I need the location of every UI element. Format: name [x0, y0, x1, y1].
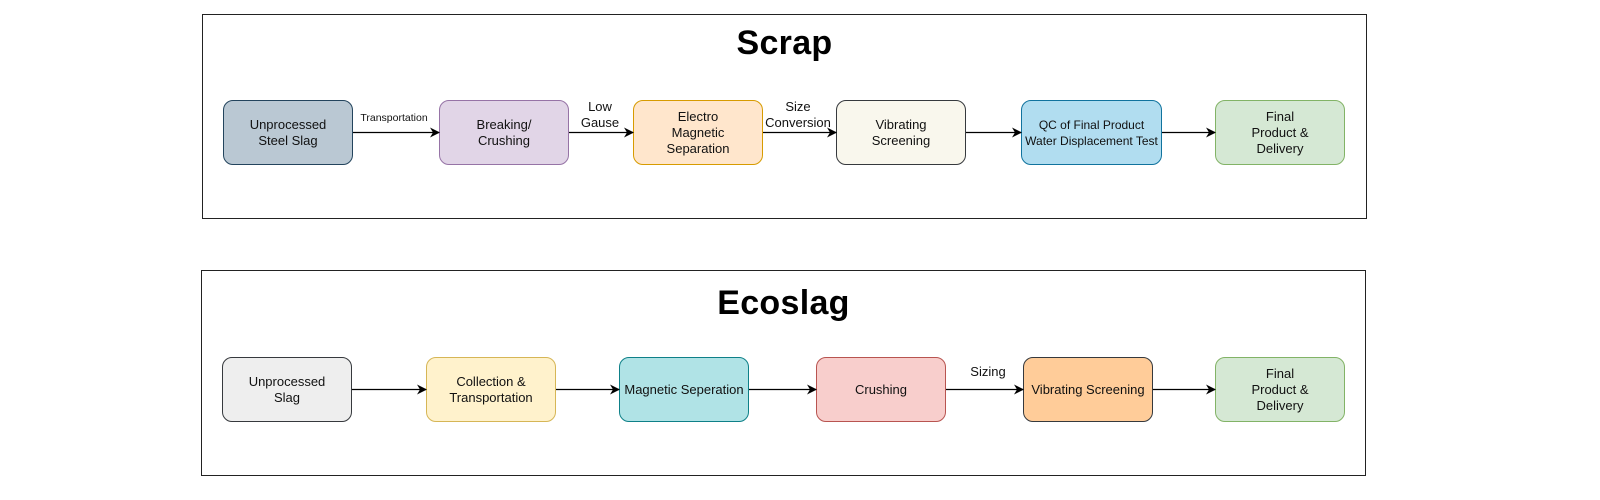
scrap-process-panel: Scrap [202, 14, 1367, 219]
node-final-product-delivery-eco[interactable]: Final Product & Delivery [1215, 357, 1345, 422]
ecoslag-process-panel: Ecoslag [201, 270, 1366, 476]
node-unprocessed-slag[interactable]: Unprocessed Slag [222, 357, 352, 422]
node-qc-final-product[interactable]: QC of Final Product Water Displacement T… [1021, 100, 1162, 165]
edge-label-transportation: Transportation [360, 112, 428, 124]
node-final-product-delivery[interactable]: Final Product & Delivery [1215, 100, 1345, 165]
edge-label-size-conversion: Size Conversion [765, 99, 831, 130]
node-crushing[interactable]: Crushing [816, 357, 946, 422]
node-collection-transportation[interactable]: Collection & Transportation [426, 357, 556, 422]
node-breaking-crushing[interactable]: Breaking/ Crushing [439, 100, 569, 165]
ecoslag-title: Ecoslag [717, 284, 850, 322]
edge-label-sizing: Sizing [970, 364, 1006, 379]
node-vibrating-screening-eco[interactable]: Vibrating Screening [1023, 357, 1153, 422]
node-unprocessed-steel-slag[interactable]: Unprocessed Steel Slag [223, 100, 353, 165]
node-vibrating-screening[interactable]: Vibrating Screening [836, 100, 966, 165]
node-electro-magnetic-separation[interactable]: Electro Magnetic Separation [633, 100, 763, 165]
edge-label-low-gause: Low Gause [580, 99, 620, 130]
node-magnetic-seperation[interactable]: Magnetic Seperation [619, 357, 749, 422]
scrap-title: Scrap [736, 24, 833, 62]
